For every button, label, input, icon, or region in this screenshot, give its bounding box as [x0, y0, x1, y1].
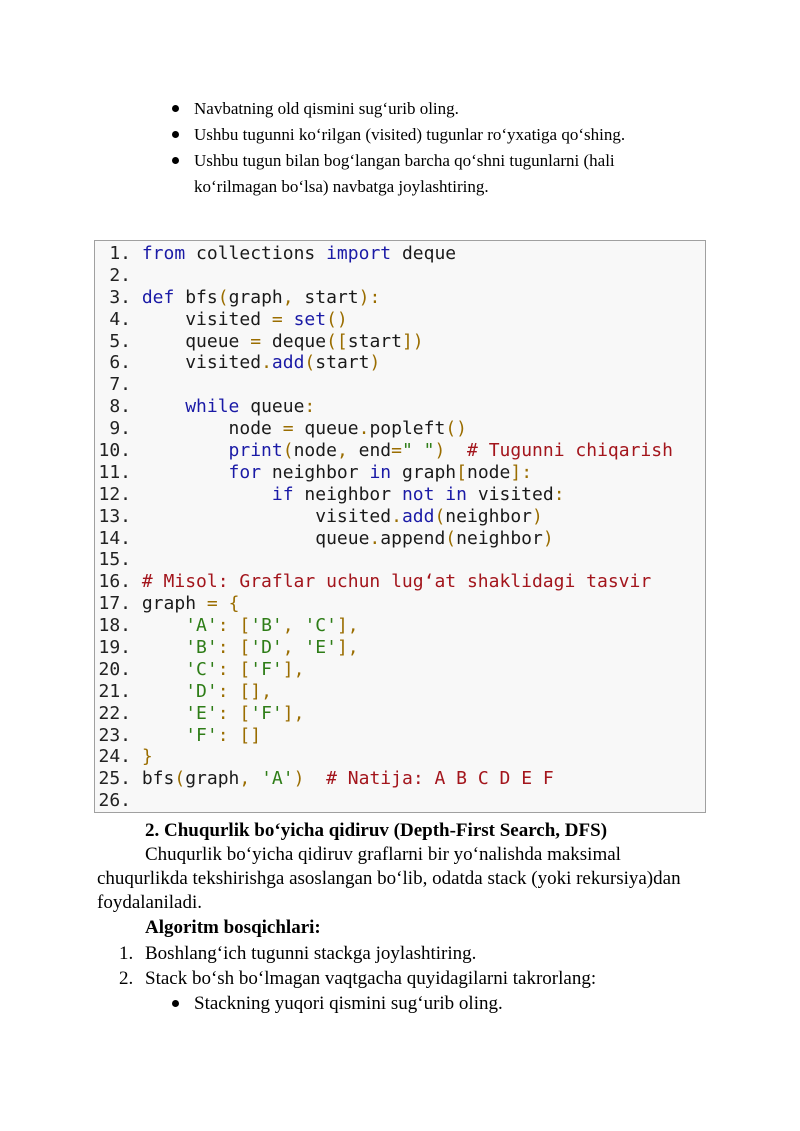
code-text: queue = deque([start])	[141, 330, 424, 352]
code-line: 6. visited.add(start)	[95, 352, 705, 374]
bullet-item: Ushbu tugunni ko‘rilgan (visited) tugunl…	[170, 122, 690, 148]
code-line: 2.	[95, 265, 705, 287]
code-text: node = queue.popleft()	[141, 418, 467, 440]
step-item: 2. Stack bo‘sh bo‘lmagan vaqtgacha quyid…	[97, 966, 717, 991]
code-text: visited = set()	[141, 308, 348, 330]
code-text: bfs(graph, 'A') # Natija: A B C D E F	[141, 768, 554, 790]
line-number: 2.	[98, 264, 131, 286]
code-line: 9. node = queue.popleft()	[95, 418, 705, 440]
code-line: 14. queue.append(neighbor)	[95, 528, 705, 550]
algorithm-steps: 1. Boshlang‘ich tugunni stackga joylasht…	[97, 941, 717, 991]
line-number: 20.	[98, 658, 131, 680]
code-text: visited.add(neighbor)	[141, 505, 543, 527]
code-text: graph = {	[141, 593, 240, 615]
code-line: 7.	[95, 374, 705, 396]
line-number: 3.	[98, 286, 131, 308]
code-text: queue.append(neighbor)	[141, 527, 554, 549]
code-line: 4. visited = set()	[95, 309, 705, 331]
line-number: 24.	[98, 746, 131, 768]
section-paragraph: Chuqurlik bo‘yicha qidiruv graflarni bir…	[97, 844, 681, 913]
line-number: 10.	[98, 440, 131, 462]
code-text: visited.add(start)	[141, 352, 381, 374]
code-text: # Misol: Graflar uchun lug‘at shaklidagi…	[141, 571, 652, 593]
code-line: 23. 'F': []	[95, 725, 705, 747]
code-block: 1. from collections import deque 2. 3. d…	[94, 240, 706, 813]
line-number: 18.	[98, 615, 131, 637]
code-line: 25. bfs(graph, 'A') # Natija: A B C D E …	[95, 768, 705, 790]
code-line: 21. 'D': [],	[95, 681, 705, 703]
code-text: 'B': ['D', 'E'],	[185, 637, 359, 659]
code-line: 18. 'A': ['B', 'C'],	[95, 615, 705, 637]
line-number: 16.	[98, 571, 131, 593]
line-number: 13.	[98, 505, 131, 527]
code-line: 3. def bfs(graph, start):	[95, 287, 705, 309]
line-number: 25.	[98, 768, 131, 790]
section-heading: 2. Chuqurlik bo‘yicha qidiruv (Depth-Fir…	[145, 820, 608, 841]
bullet-item: Stackning yuqori qismini sug‘urib oling.	[170, 991, 710, 1016]
step-number: 2.	[119, 968, 134, 989]
step-text: Stack bo‘sh bo‘lmagan vaqtgacha quyidagi…	[145, 968, 597, 989]
code-text: 'A': ['B', 'C'],	[185, 615, 359, 637]
code-text: def bfs(graph, start):	[141, 286, 381, 308]
code-text: while queue:	[185, 396, 316, 418]
step-number: 1.	[119, 943, 134, 964]
code-line: 8. while queue:	[95, 396, 705, 418]
code-text: 'C': ['F'],	[185, 658, 305, 680]
line-number: 11.	[98, 461, 131, 483]
code-text: 'F': []	[185, 724, 262, 746]
code-line: 17. graph = {	[95, 593, 705, 615]
code-line: 22. 'E': ['F'],	[95, 703, 705, 725]
line-number: 6.	[98, 352, 131, 374]
code-lines: 1. from collections import deque 2. 3. d…	[95, 243, 705, 812]
line-number: 19.	[98, 637, 131, 659]
bullet-item: Navbatning old qismini sug‘urib oling.	[170, 96, 690, 122]
code-text: 'D': [],	[185, 680, 272, 702]
code-line: 26.	[95, 790, 705, 812]
line-number: 8.	[98, 396, 131, 418]
line-number: 14.	[98, 527, 131, 549]
line-number: 22.	[98, 702, 131, 724]
code-line: 5. queue = deque([start])	[95, 331, 705, 353]
bfs-steps-bullets: Navbatning old qismini sug‘urib oling. U…	[170, 96, 690, 200]
line-number: 17.	[98, 593, 131, 615]
line-number: 12.	[98, 483, 131, 505]
code-line: 13. visited.add(neighbor)	[95, 506, 705, 528]
line-number: 26.	[98, 790, 131, 812]
code-line: 15.	[95, 549, 705, 571]
step-text: Boshlang‘ich tugunni stackga joylashtiri…	[145, 943, 477, 964]
algorithm-subheading: Algoritm bosqichlari:	[145, 917, 321, 938]
code-line: 16. # Misol: Graflar uchun lug‘at shakli…	[95, 571, 705, 593]
line-number: 7.	[98, 374, 131, 396]
line-number: 15.	[98, 549, 131, 571]
code-line: 1. from collections import deque	[95, 243, 705, 265]
code-line: 20. 'C': ['F'],	[95, 659, 705, 681]
code-line: 10. print(node, end=" ") # Tugunni chiqa…	[95, 440, 705, 462]
bullet-item: Ushbu tugun bilan bog‘langan barcha qo‘s…	[170, 148, 690, 200]
line-number: 23.	[98, 724, 131, 746]
code-line: 12. if neighbor not in visited:	[95, 484, 705, 506]
line-number: 1.	[98, 243, 131, 264]
code-text: from collections import deque	[141, 243, 457, 264]
line-number: 4.	[98, 308, 131, 330]
code-text: }	[141, 746, 153, 768]
step-item: 1. Boshlang‘ich tugunni stackga joylasht…	[97, 941, 717, 966]
line-number: 5.	[98, 330, 131, 352]
code-text: 'E': ['F'],	[185, 702, 305, 724]
line-number: 21.	[98, 680, 131, 702]
line-number: 9.	[98, 418, 131, 440]
code-line: 24. }	[95, 746, 705, 768]
code-line: 11. for neighbor in graph[node]:	[95, 462, 705, 484]
code-text: for neighbor in graph[node]:	[228, 461, 533, 483]
code-text: print(node, end=" ") # Tugunni chiqarish	[228, 440, 673, 462]
code-text: if neighbor not in visited:	[271, 483, 565, 505]
dfs-sub-bullets: Stackning yuqori qismini sug‘urib oling.	[170, 991, 710, 1016]
code-line: 19. 'B': ['D', 'E'],	[95, 637, 705, 659]
